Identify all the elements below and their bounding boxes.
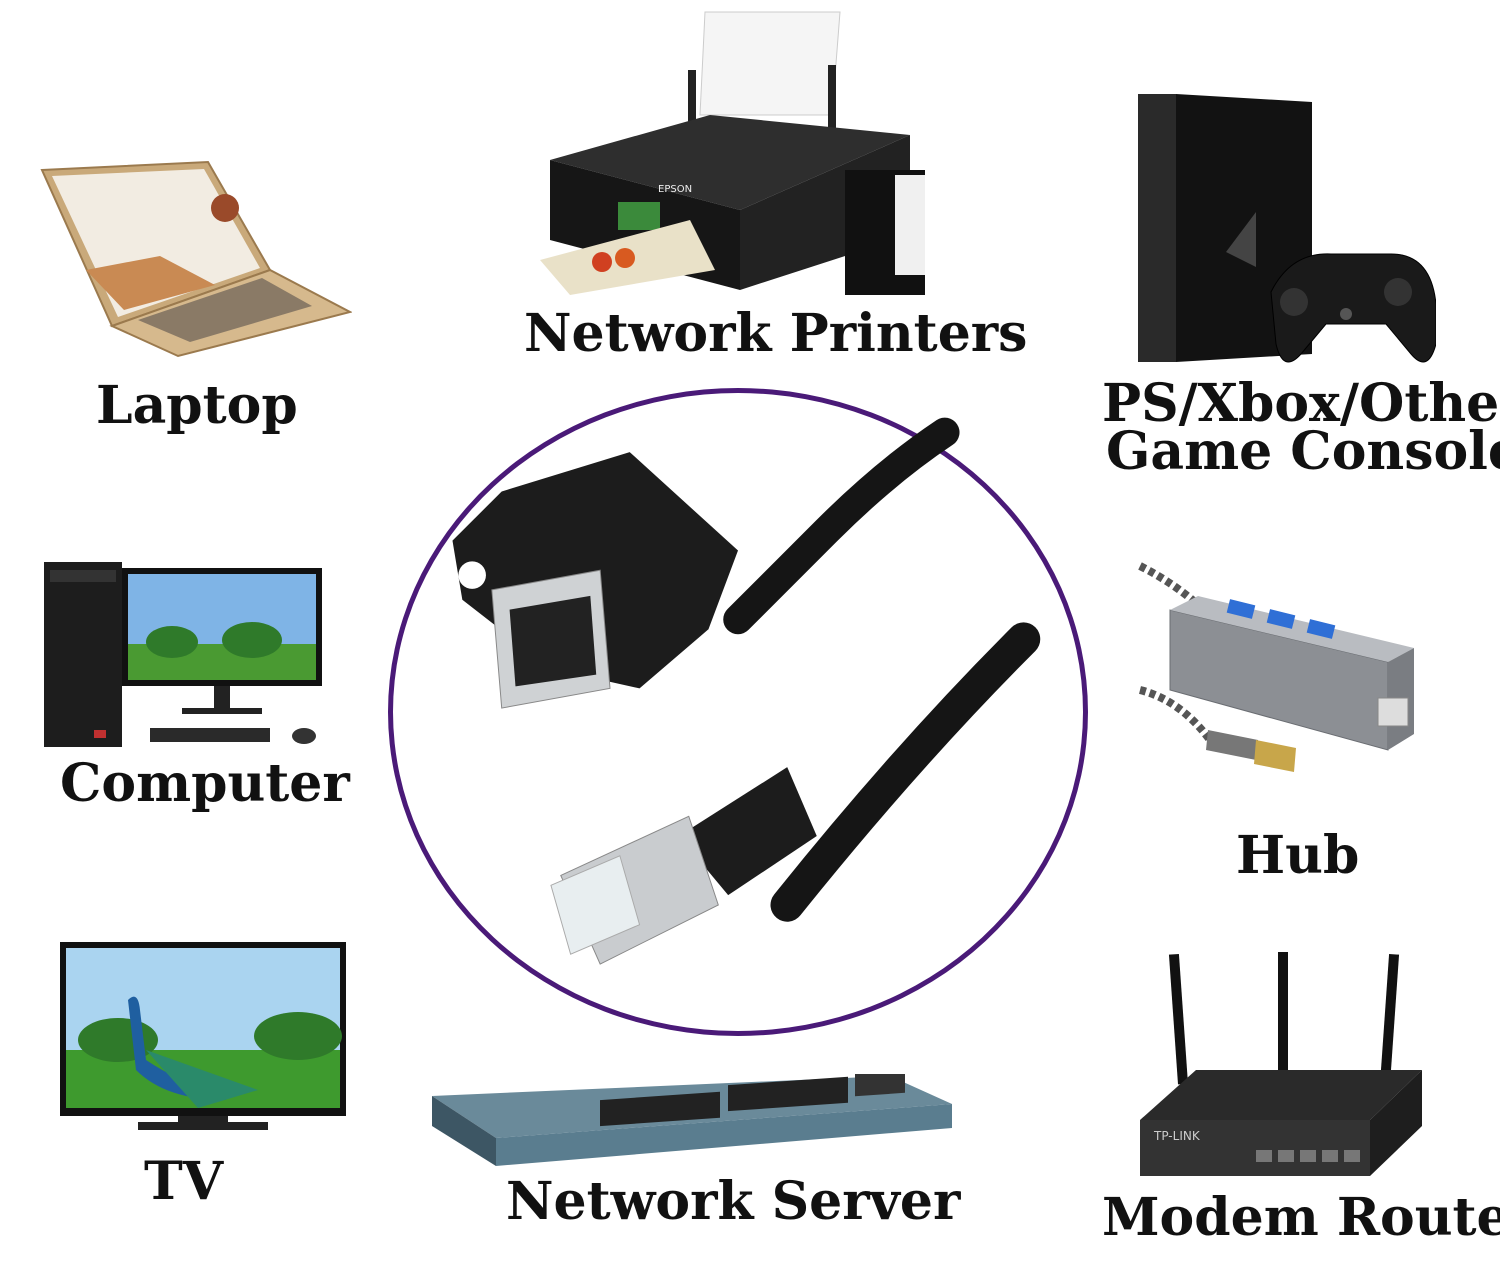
network-printers-label: Network Printers — [524, 303, 1028, 364]
game-console-image — [1136, 92, 1436, 372]
hub-label: Hub — [1236, 825, 1360, 886]
computer-label: Computer — [60, 753, 350, 814]
usb-hub-image — [1138, 560, 1430, 786]
laptop-label: Laptop — [96, 375, 298, 436]
network-server-label: Network Server — [506, 1171, 961, 1232]
game-console-label-line1: PS/Xbox/Other — [1102, 373, 1500, 434]
tv-label: TV — [144, 1151, 224, 1212]
printer-brand: EPSON — [658, 184, 692, 195]
tv-image — [58, 940, 348, 1136]
modem-router-image: TP-LINK — [1136, 950, 1426, 1186]
network-server-image — [430, 1074, 954, 1168]
modem-router-label: Modem Router — [1102, 1187, 1500, 1248]
ethernet-extension-cable-circle — [388, 388, 1088, 1036]
network-printer-image: EPSON — [540, 10, 950, 298]
game-console-label-line2: Game Console — [1106, 421, 1500, 482]
laptop-image — [40, 160, 352, 358]
router-brand: TP-LINK — [1153, 1129, 1201, 1143]
computer-image — [42, 560, 326, 752]
ethernet-cable-image — [452, 417, 1041, 965]
